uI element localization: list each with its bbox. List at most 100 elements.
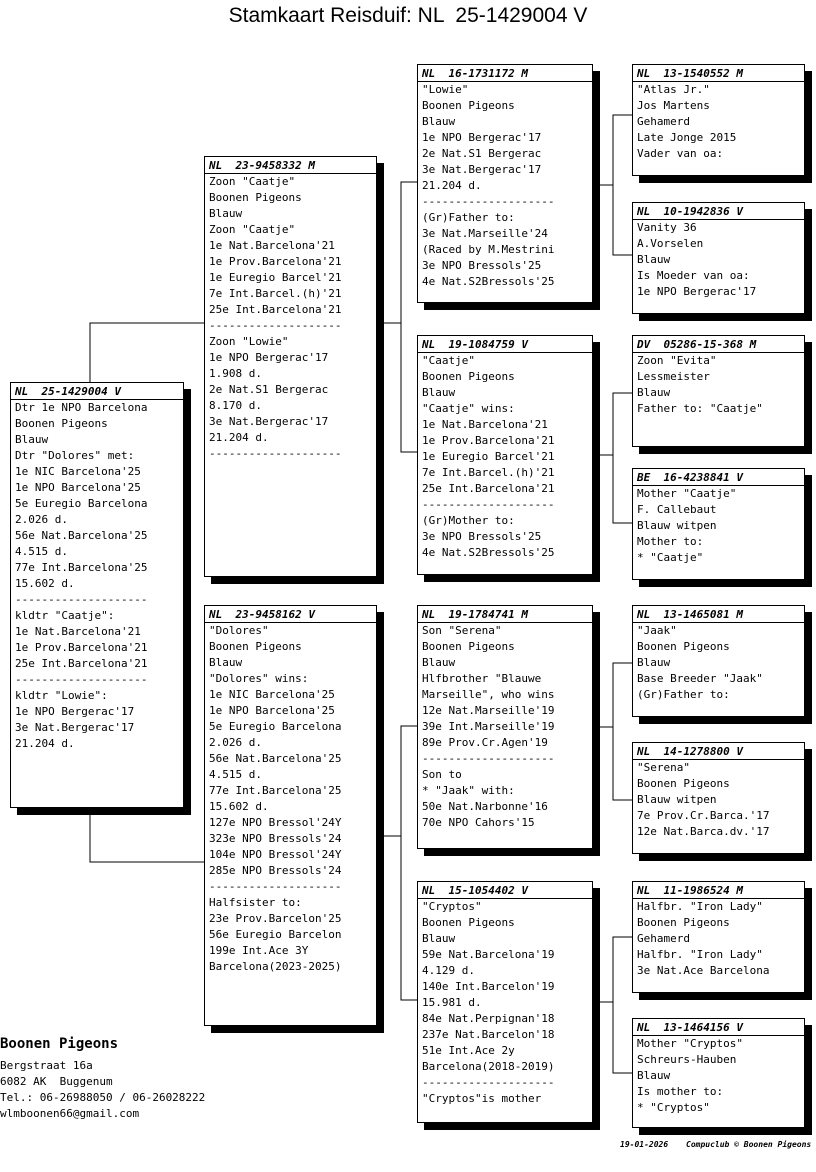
father-card: NL 23-9458332 M Zoon "Caatje" Boonen Pig… [204, 156, 377, 577]
ring-number: NL 13-1464156 V [633, 1019, 804, 1036]
card-line: 2.026 d. [209, 736, 262, 749]
great-grandparent-card: DV 05286-15-368 M Zoon "Evita" Lessmeist… [632, 335, 805, 447]
card-line: 12e Nat.Barca.dv.'17 [637, 825, 770, 838]
ring-number: NL 19-1084759 V [418, 336, 592, 353]
page-title: Stamkaart Reisduif: NL 25-1429004 V [228, 4, 588, 27]
card-line: "Cryptos"is mother [422, 1092, 542, 1105]
card-line: Marseille", who wins [422, 688, 555, 701]
card-line: "Caatje" wins: [422, 402, 515, 415]
card-line: Zoon "Evita" [637, 354, 717, 367]
card-line: 1e NIC Barcelona'25 [15, 465, 141, 478]
card-line: 1e NPO Bergerac'17 [209, 351, 329, 364]
breeder-email: wlmboonen66@gmail.com [0, 1107, 140, 1120]
card-line: (Gr)Father to: [422, 211, 515, 224]
card-line: 5e Euregio Barcelona [15, 497, 148, 510]
card-line: 1e Prov.Barcelona'21 [422, 434, 555, 447]
card-line: 1e Nat.Barcelona'21 [422, 418, 548, 431]
card-line: Blauw [637, 253, 671, 266]
ring-number: NL 23-9458332 M [205, 157, 376, 174]
card-line: * "Cryptos" [637, 1101, 710, 1114]
card-line: Blauw witpen [637, 519, 717, 532]
subject-pigeon-card: NL 25-1429004 V Dtr 1e NPO Barcelona Boo… [10, 382, 184, 808]
ring-number: NL 13-1540552 M [633, 65, 804, 82]
card-line: 56e Nat.Barcelona'25 [209, 752, 342, 765]
card-line: Late Jonge 2015 [637, 131, 737, 144]
card-line: 12e Nat.Marseille'19 [422, 704, 555, 717]
card-line: 39e Int.Marseille'19 [422, 720, 555, 733]
card-line: "Atlas Jr." [637, 83, 710, 96]
card-line: "Dolores" [209, 624, 269, 637]
card-line: Is Moeder van oa: [637, 269, 750, 282]
card-line: Blauw [637, 1069, 671, 1082]
maternal-grandmother-card: NL 15-1054402 V "Cryptos" Boonen Pigeons… [417, 881, 593, 1123]
card-line: Boonen Pigeons [637, 640, 730, 653]
card-line: Boonen Pigeons [422, 99, 515, 112]
card-line: 15.981 d. [422, 996, 482, 1009]
card-line: 1e Nat.Barcelona'21 [15, 625, 141, 638]
card-line: 285e NPO Bressols'24 [209, 864, 342, 877]
card-line: 199e Int.Ace 3Y [209, 944, 309, 957]
ring-number: DV 05286-15-368 M [633, 336, 804, 353]
card-line: 84e Nat.Perpignan'18 [422, 1012, 555, 1025]
card-line: 56e Euregio Barcelon [209, 928, 342, 941]
great-grandparent-card: NL 13-1540552 M "Atlas Jr." Jos Martens … [632, 64, 805, 176]
card-line: 25e Int.Barcelona'21 [15, 657, 148, 670]
card-line: Blauw [637, 386, 671, 399]
card-line: Halfsister to: [209, 896, 302, 909]
card-line: 104e NPO Bressol'24Y [209, 848, 342, 861]
card-line: Mother "Cryptos" [637, 1037, 743, 1050]
card-line: Mother "Caatje" [637, 487, 737, 500]
card-line: * "Jaak" with: [422, 784, 515, 797]
great-grandparent-card: NL 13-1465081 M "Jaak" Boonen Pigeons Bl… [632, 605, 805, 717]
card-line: (Gr)Mother to: [422, 514, 515, 527]
card-line: 1e NPO Bergerac'17 [422, 131, 542, 144]
ring-number: NL 11-1986524 M [633, 882, 804, 899]
ring-number: NL 13-1465081 M [633, 606, 804, 623]
card-line: Hlfbrother "Blauwe [422, 672, 542, 685]
great-grandparent-card: NL 13-1464156 V Mother "Cryptos" Schreur… [632, 1018, 805, 1128]
card-line: 23e Prov.Barcelon'25 [209, 912, 342, 925]
card-line: 1e Prov.Barcelona'21 [209, 255, 342, 268]
card-line: Vanity 36 [637, 221, 697, 234]
card-line: 1e Prov.Barcelona'21 [15, 641, 148, 654]
card-line: 1e NPO Bergerac'17 [637, 285, 757, 298]
card-line: -------------------- [209, 880, 342, 893]
card-line: "Jaak" [637, 624, 677, 637]
card-line: Zoon "Lowie" [209, 335, 289, 348]
card-line: Blauw witpen [637, 793, 717, 806]
card-line: Boonen Pigeons [422, 640, 515, 653]
card-line: Boonen Pigeons [422, 370, 515, 383]
copyright-notice: Compuclub © Boonen Pigeons [686, 1140, 812, 1149]
card-line: Barcelona(2023-2025) [209, 960, 342, 973]
card-line: 1e Euregio Barcel'21 [209, 271, 342, 284]
card-line: 51e Int.Ace 2y [422, 1044, 515, 1057]
card-line: Son to [422, 768, 462, 781]
card-line: Boonen Pigeons [209, 191, 302, 204]
card-line: -------------------- [422, 1076, 555, 1089]
card-line: Halfbr. "Iron Lady" [637, 948, 763, 961]
card-line: 21.204 d. [209, 431, 269, 444]
card-line: 25e Int.Barcelona'21 [209, 303, 342, 316]
great-grandparent-card: NL 10-1942836 V Vanity 36 A.Vorselen Bla… [632, 202, 805, 314]
card-line: Blauw [422, 386, 456, 399]
card-line: kldtr "Caatje": [15, 609, 115, 622]
card-line: Lessmeister [637, 370, 710, 383]
card-line: -------------------- [15, 593, 148, 606]
card-line: 1e NPO Bergerac'17 [15, 705, 135, 718]
card-line: Boonen Pigeons [637, 916, 730, 929]
ring-number: NL 19-1784741 M [418, 606, 592, 623]
great-grandparent-card: NL 11-1986524 M Halfbr. "Iron Lady" Boon… [632, 881, 805, 993]
card-line: 25e Int.Barcelona'21 [422, 482, 555, 495]
ring-number: NL 10-1942836 V [633, 203, 804, 220]
card-line: 2e Nat.S1 Bergerac [209, 383, 329, 396]
card-line: 323e NPO Bressols'24 [209, 832, 342, 845]
card-line: 21.204 d. [422, 179, 482, 192]
card-line: 4.515 d. [209, 768, 262, 781]
card-line: 56e Nat.Barcelona'25 [15, 529, 148, 542]
card-line: Vader van oa: [637, 147, 724, 160]
card-line: 89e Prov.Cr.Agen'19 [422, 736, 548, 749]
card-line: 2e Nat.S1 Bergerac [422, 147, 542, 160]
card-line: "Lowie" [422, 83, 469, 96]
card-line: Boonen Pigeons [637, 777, 730, 790]
